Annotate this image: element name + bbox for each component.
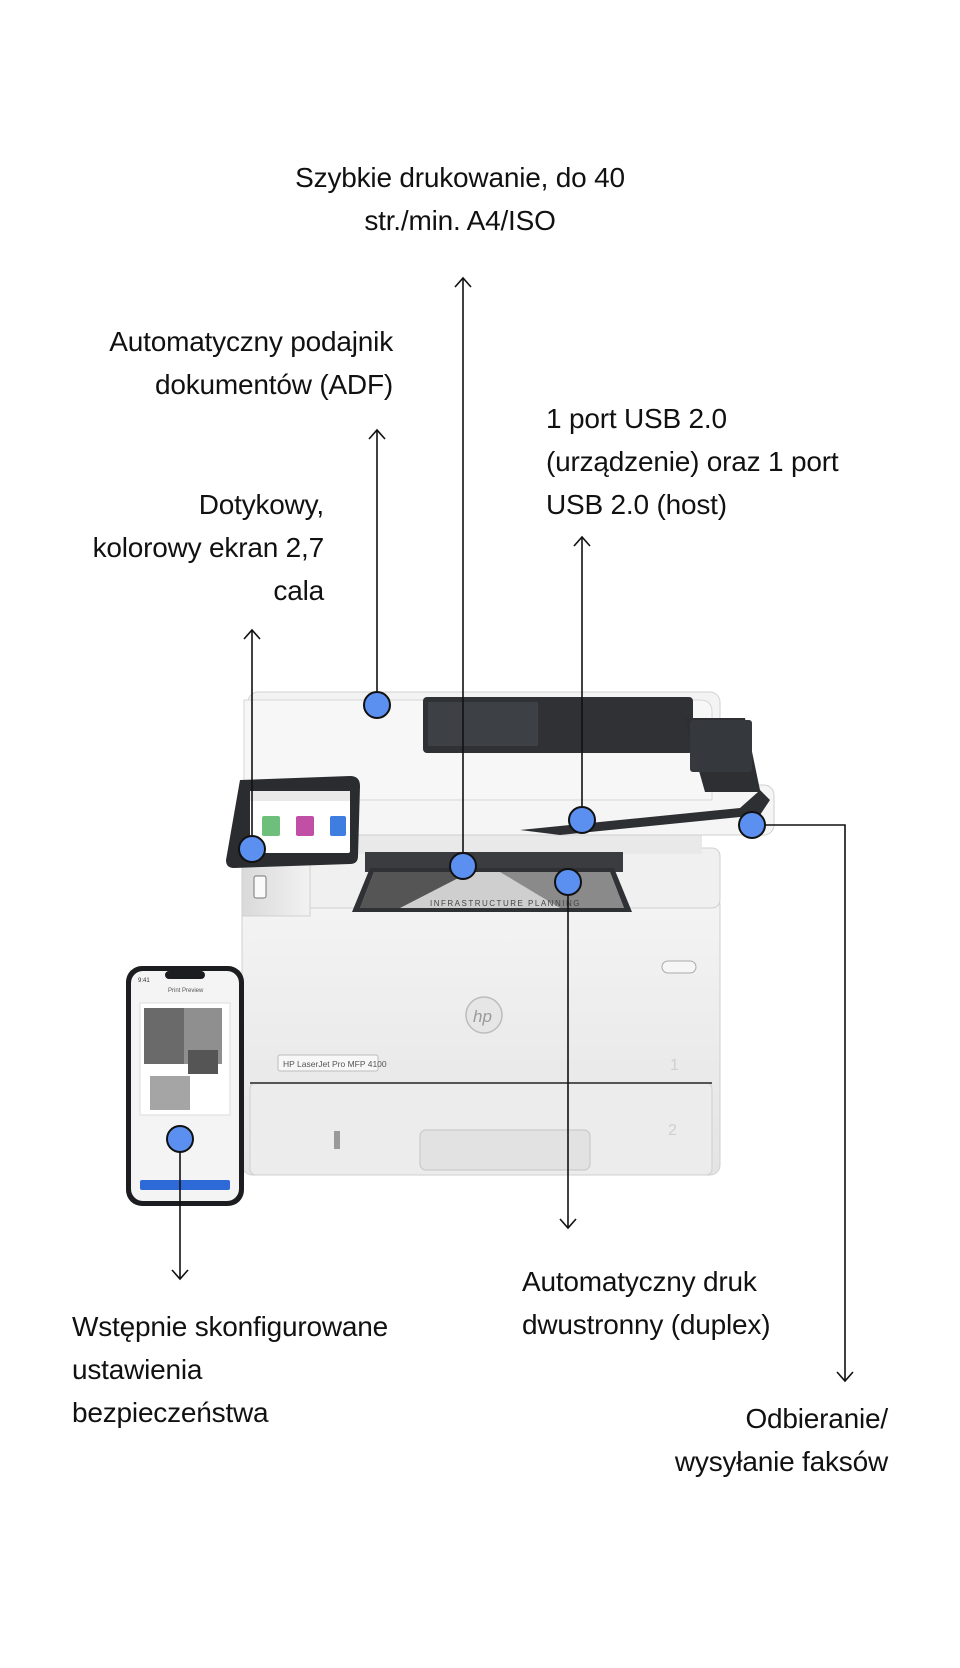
dot-fax bbox=[738, 811, 766, 839]
callout-duplex: Automatyczny druk dwustronny (duplex) bbox=[522, 1266, 771, 1340]
callout-adf: Automatyczny podajnik dokumentów (ADF) bbox=[109, 326, 393, 400]
callout-speed: Szybkie drukowanie, do 40 str./min. A4/I… bbox=[295, 162, 625, 236]
callout-lines bbox=[171, 276, 854, 1383]
phone-header: Print Preview bbox=[168, 988, 204, 994]
callout-fax: Odbieranie/ wysyłanie faksów bbox=[674, 1403, 888, 1477]
callout-dots bbox=[166, 691, 766, 1153]
dot-speed bbox=[449, 852, 477, 880]
dot-screen bbox=[238, 835, 266, 863]
svg-text:2: 2 bbox=[668, 1122, 677, 1139]
svg-text:1: 1 bbox=[670, 1057, 679, 1074]
dot-adf bbox=[363, 691, 391, 719]
dot-usb bbox=[568, 806, 596, 834]
callout-usb: 1 port USB 2.0 (urządzenie) oraz 1 port … bbox=[546, 403, 839, 520]
tray-page-text: INFRASTRUCTURE PLANNING bbox=[430, 899, 581, 908]
dot-duplex bbox=[554, 868, 582, 896]
callout-security: Wstępnie skonfigurowane ustawienia bezpi… bbox=[72, 1311, 389, 1428]
callout-screen: Dotykowy, kolorowy ekran 2,7 cala bbox=[92, 489, 325, 606]
model-label: HP LaserJet Pro MFP 4100 bbox=[283, 1059, 387, 1069]
smartphone: 9:41 Print Preview bbox=[126, 966, 244, 1206]
dot-security bbox=[166, 1125, 194, 1153]
usb-port-icon bbox=[253, 875, 267, 899]
svg-text:hp: hp bbox=[473, 1007, 492, 1026]
phone-time: 9:41 bbox=[138, 978, 150, 984]
hp-logo: hp bbox=[465, 996, 503, 1034]
printer: 1 2 HP LaserJet Pro MFP 4100 hp INFRASTR… bbox=[226, 691, 775, 1176]
